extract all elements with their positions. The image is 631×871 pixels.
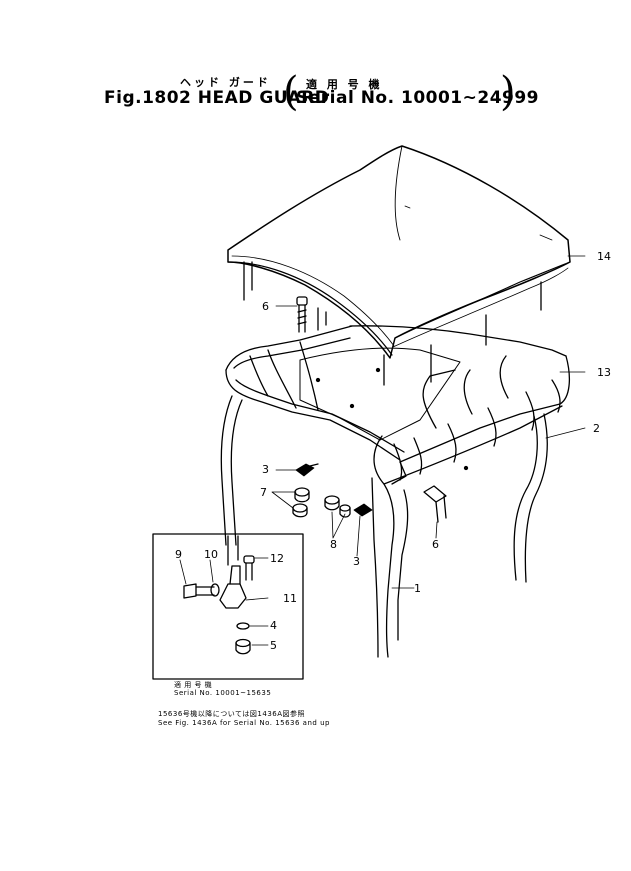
callout-9: 9	[175, 548, 182, 561]
callout-6-left: 7	[260, 486, 267, 499]
callout-13: 4	[270, 619, 277, 632]
callout-3-left: 3	[262, 463, 269, 476]
callout-2: 2	[593, 422, 600, 435]
callout-7: 13	[597, 366, 611, 379]
callout-11: 11	[283, 592, 297, 605]
callout-8: 14	[597, 250, 611, 263]
callout-1: 1	[414, 582, 421, 595]
open-paren-glyph: (	[283, 69, 299, 115]
clip-part-3-right	[353, 503, 373, 517]
figure-title: Fig.1802 HEAD GUARD	[104, 88, 330, 108]
callout-5: 6	[432, 538, 439, 551]
bolt-part-5	[423, 485, 447, 523]
title-japanese: ヘッド ガード	[180, 76, 271, 89]
serial-label-japanese: 適 用 号 機	[306, 78, 383, 91]
leg-post-part-1	[220, 395, 409, 658]
callout-6-right: 8	[330, 538, 337, 551]
inset-serial-range: Serial No. 10001~15635	[174, 689, 272, 697]
callout-14: 5	[270, 639, 277, 652]
washer-nut-part-6-right	[324, 495, 351, 518]
clip-part-3-left	[295, 463, 319, 477]
rack-frame-part-7	[225, 325, 571, 485]
inset-serial-japanese: 適 用 号 機	[174, 681, 213, 689]
footnote-english: See Fig. 1436A for Serial No. 15636 and …	[158, 719, 330, 727]
callout-4: 6	[262, 300, 269, 313]
roof-canopy-part-8	[227, 145, 571, 386]
callout-10: 10	[204, 548, 218, 561]
callout-3-right: 3	[353, 555, 360, 568]
close-paren-glyph: )	[500, 69, 516, 115]
footnote-japanese: 15636号機以降については図1436A図参照	[158, 710, 306, 718]
leader-lines	[271, 255, 586, 589]
inset-detail	[152, 533, 304, 680]
bolt-part-4	[296, 296, 308, 333]
leg-post-part-2	[513, 413, 548, 583]
callout-12: 12	[270, 552, 284, 565]
serial-range: Serial No. 10001~24999	[296, 88, 540, 108]
